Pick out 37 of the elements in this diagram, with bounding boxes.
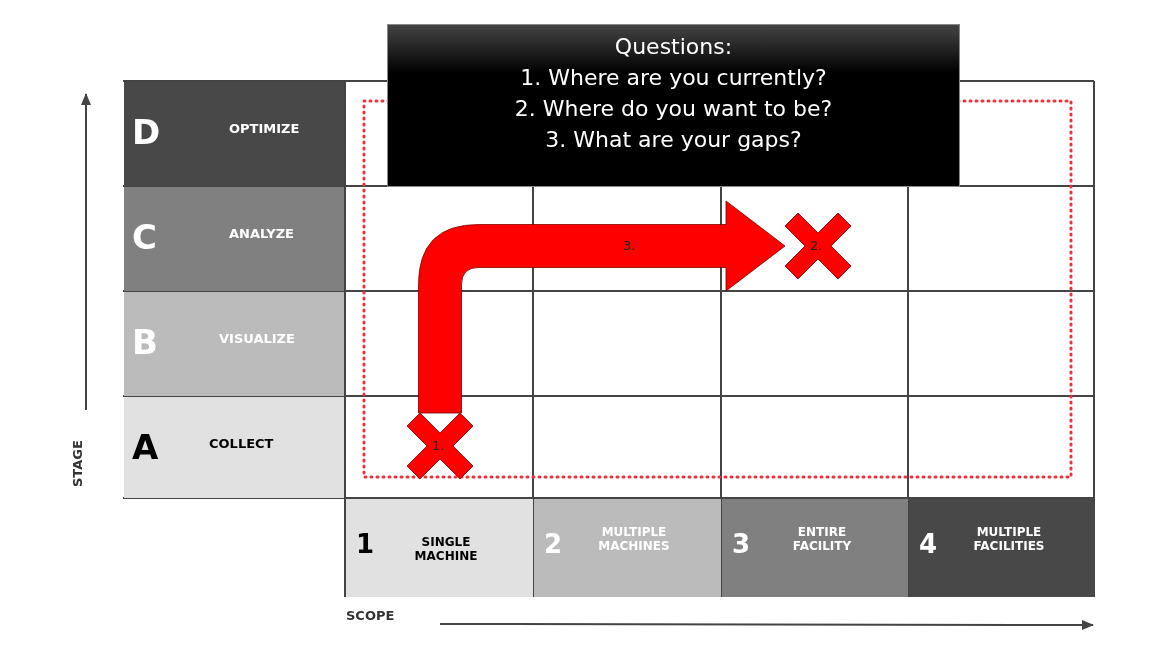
stage-header [124, 397, 344, 498]
axis-label: STAGE [70, 440, 85, 487]
questions-heading: Questions: [614, 33, 733, 61]
stage-name: OPTIMIZE [229, 122, 300, 136]
scope-name: ENTIRE FACILITY [791, 525, 853, 553]
scope-number: 2 [544, 529, 563, 559]
question-text: 3. What are your gaps? [545, 126, 802, 154]
stage-name: COLLECT [209, 437, 274, 451]
stage-letter: D [132, 112, 161, 152]
scope-header [346, 499, 533, 597]
cross-mark [785, 213, 851, 279]
stage-letter: B [132, 322, 158, 362]
scope-number: 3 [732, 529, 751, 559]
scope-number: 1 [356, 529, 375, 559]
question-text: 1. Where are you currently? [520, 64, 827, 92]
stage-header [124, 82, 344, 186]
edge-label: 3. [623, 238, 636, 253]
scope-name: SINGLE MACHINE [413, 535, 479, 563]
stage-header [124, 292, 344, 396]
stage-name: VISUALIZE [219, 332, 295, 346]
bent-arrow [418, 200, 786, 414]
questions-box [387, 24, 960, 187]
cross-mark [407, 413, 473, 479]
scope-header [909, 499, 1094, 597]
scope-header [722, 499, 908, 597]
stage-letter: C [132, 217, 157, 257]
stage-header [124, 187, 344, 291]
scope-header [534, 499, 721, 597]
question-text: 2. Where do you want to be? [514, 95, 833, 123]
mark-number: 2. [810, 238, 823, 253]
scope-name: MULTIPLE FACILITIES [972, 525, 1046, 553]
stage-letter: A [132, 427, 159, 467]
mark-number: 1. [432, 438, 445, 453]
stage-name: ANALYZE [229, 227, 294, 241]
scope-number: 4 [919, 529, 938, 559]
axis-label: SCOPE [346, 608, 395, 623]
scope-name: MULTIPLE MACHINES [597, 525, 671, 553]
